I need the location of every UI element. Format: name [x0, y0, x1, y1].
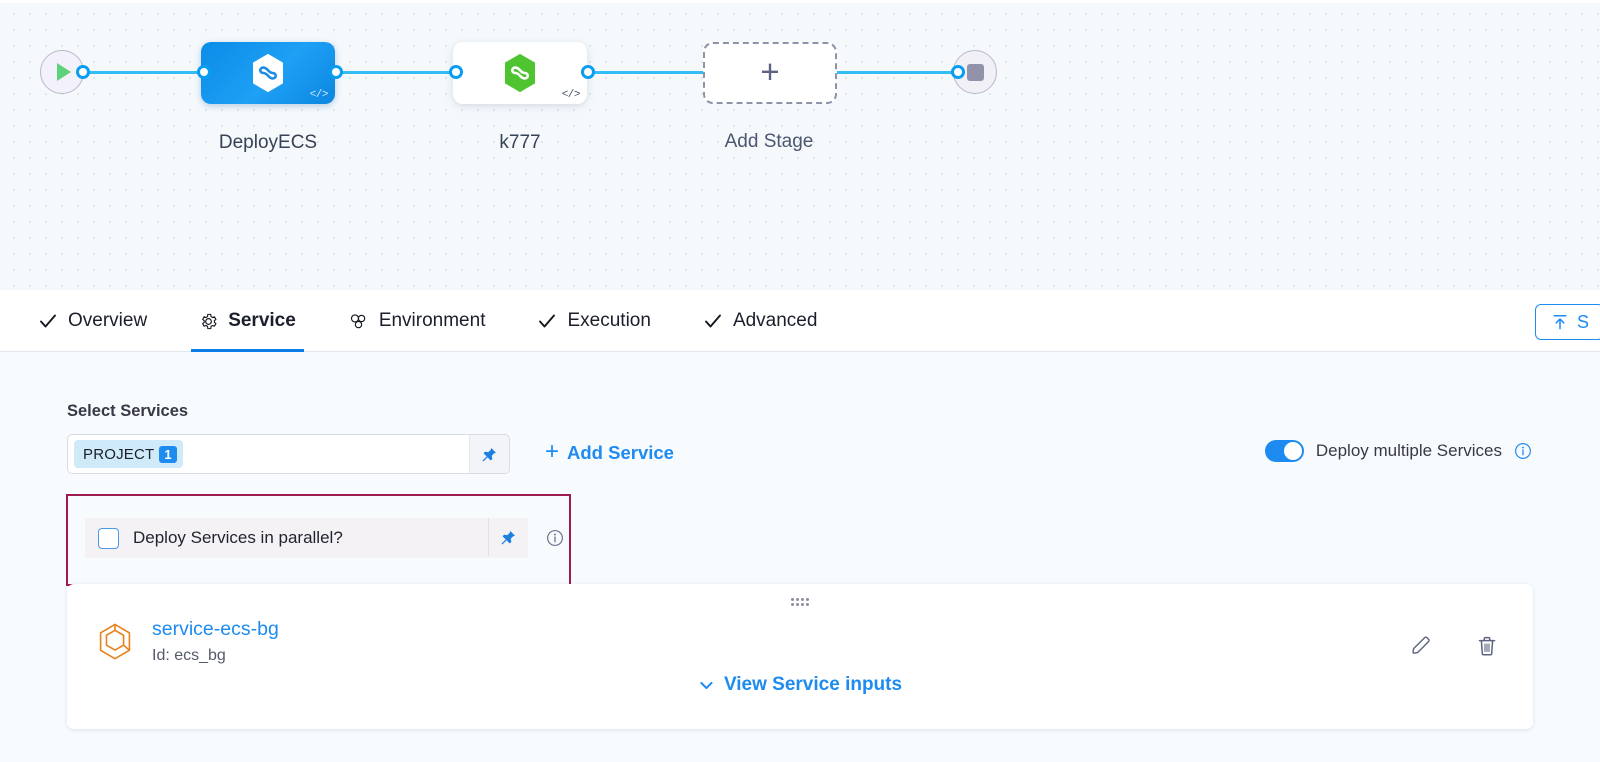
port-k777-in[interactable]: [449, 65, 463, 79]
connector-start-to-deployecs: [78, 71, 208, 74]
cluster-icon: [350, 313, 366, 328]
deploy-multiple-services-toggle[interactable]: [1264, 440, 1304, 462]
service-card[interactable]: service-ecs-bg Id: ecs_bg View Service i…: [67, 584, 1533, 729]
deploy-parallel-checkbox[interactable]: [98, 527, 119, 549]
stop-icon: [966, 63, 984, 81]
port-end-in[interactable]: [951, 65, 965, 79]
deploy-multiple-services-label: Deploy multiple Services: [1315, 441, 1502, 460]
service-tab-panel: Select Services PROJECT 1 + Add Service: [0, 352, 1600, 762]
stage-code-badge-deployecs[interactable]: </>: [309, 89, 329, 101]
add-service-label: Add Service: [567, 442, 674, 463]
gear-icon: [202, 313, 217, 329]
connector-addstage-to-end: [832, 71, 960, 74]
tab-overview[interactable]: Overview: [0, 290, 173, 352]
deploy-multiple-services-row[interactable]: Deploy multiple Services: [1264, 440, 1532, 462]
connector-deployecs-to-k777: [330, 71, 460, 74]
pencil-icon[interactable]: [1409, 634, 1433, 658]
stage-tabbar: Overview Service Environment Execution: [0, 290, 1600, 352]
trash-icon[interactable]: [1475, 634, 1499, 658]
port-start-out[interactable]: [76, 65, 90, 79]
service-id-text: Id: ecs_bg: [152, 647, 226, 664]
save-to-top-icon: [1553, 315, 1567, 330]
service-name-link[interactable]: service-ecs-bg: [152, 618, 279, 640]
selected-service-chip[interactable]: PROJECT 1: [74, 440, 183, 468]
info-icon[interactable]: [1514, 442, 1532, 460]
tab-service[interactable]: Service: [173, 290, 322, 352]
port-deployecs-in[interactable]: [197, 65, 211, 79]
harness-hexagon-icon: [253, 53, 283, 93]
tab-label-execution: Execution: [567, 310, 651, 331]
check-icon: [704, 314, 721, 328]
tab-label-environment: Environment: [378, 310, 486, 331]
pin-icon: [501, 530, 516, 544]
toggle-knob: [1283, 442, 1302, 460]
stage-label-deployecs: DeployECS: [218, 132, 318, 153]
connector-k777-to-addstage: [582, 71, 710, 74]
drag-handle-icon[interactable]: [791, 598, 809, 608]
canvas-top-edge: [0, 0, 1600, 3]
plus-icon: +: [760, 53, 780, 90]
harness-hexagon-green-icon: [505, 53, 535, 93]
deploy-parallel-row[interactable]: Deploy Services in parallel?: [85, 518, 528, 558]
service-card-actions: [1409, 634, 1499, 658]
pin-parallel-button[interactable]: [488, 518, 528, 556]
tab-environment[interactable]: Environment: [322, 290, 512, 352]
view-service-inputs-button[interactable]: View Service inputs: [698, 674, 902, 696]
chip-count-badge: 1: [159, 445, 177, 463]
add-stage-label: Add Stage: [724, 131, 814, 152]
ecs-hexagon-icon: [99, 623, 131, 660]
deploy-parallel-highlight: Deploy Services in parallel?: [66, 494, 571, 586]
services-multiselect[interactable]: PROJECT 1: [67, 434, 510, 474]
tab-label-overview: Overview: [68, 310, 148, 331]
chip-label: PROJECT: [83, 445, 155, 463]
save-as-template-button[interactable]: S: [1534, 304, 1600, 340]
tab-advanced[interactable]: Advanced: [677, 290, 844, 352]
plus-icon: +: [545, 438, 560, 465]
stage-code-badge-k777[interactable]: </>: [561, 89, 581, 101]
tab-execution[interactable]: Execution: [511, 290, 676, 352]
check-icon: [40, 314, 56, 328]
check-icon: [539, 314, 556, 328]
stage-label-k777: k777: [499, 132, 541, 153]
port-k777-out[interactable]: [581, 65, 595, 79]
add-stage-button[interactable]: +: [703, 42, 837, 104]
add-service-button[interactable]: + Add Service: [545, 438, 674, 465]
play-icon: [57, 63, 71, 81]
pin-services-button[interactable]: [469, 435, 509, 473]
pin-icon: [482, 447, 497, 461]
select-services-label: Select Services: [67, 402, 189, 420]
save-button-label: S: [1576, 311, 1589, 332]
stage-k777[interactable]: </>: [453, 42, 587, 104]
stage-deployecs[interactable]: </>: [201, 42, 335, 104]
deploy-parallel-label: Deploy Services in parallel?: [133, 528, 343, 547]
tab-label-service: Service: [228, 310, 296, 331]
port-deployecs-out[interactable]: [329, 65, 343, 79]
info-icon[interactable]: [546, 529, 564, 547]
view-service-inputs-label: View Service inputs: [723, 674, 903, 695]
tab-label-advanced: Advanced: [732, 310, 818, 331]
chevron-down-icon: [700, 681, 713, 689]
pipeline-canvas[interactable]: </> DeployECS </> k777 + Add Stage: [0, 0, 1600, 290]
